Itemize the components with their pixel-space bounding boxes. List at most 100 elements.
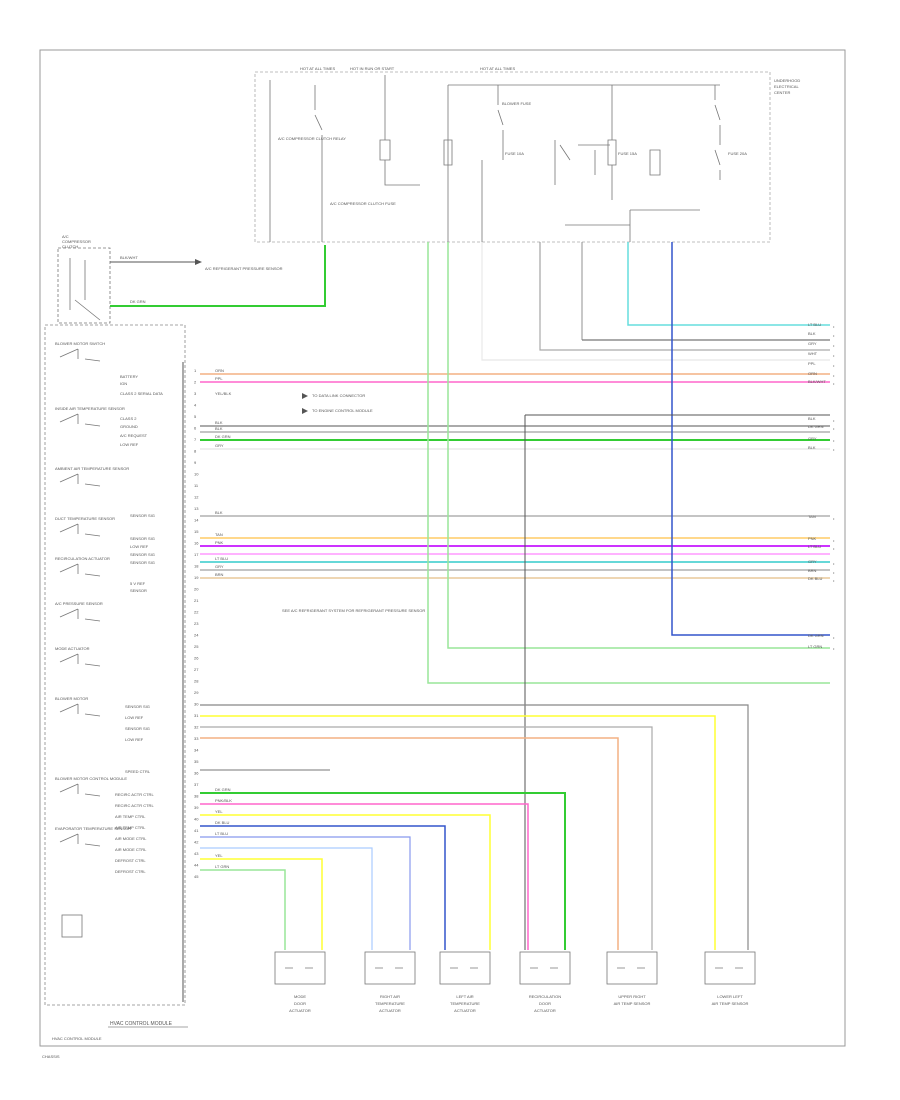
- terminal-dot: •: [833, 381, 835, 386]
- svg-text:CENTER: CENTER: [774, 90, 791, 95]
- pin-number: 32: [194, 725, 199, 730]
- pin-number: 18: [194, 564, 199, 569]
- pin-label: BATTERY: [120, 374, 138, 379]
- wire-color-label: ORN: [215, 368, 224, 373]
- pin-number: 28: [194, 679, 199, 684]
- right-wire-label: BLK: [808, 331, 816, 336]
- pin-label: AIR MODE CTRL: [115, 847, 147, 852]
- pin-number: 25: [194, 644, 199, 649]
- component-label: BLOWER MOTOR SWITCH: [55, 341, 105, 346]
- actuator-label: AIR TEMP SENSOR: [614, 1001, 651, 1006]
- fuse-block-title: UNDERHOOD ELECTRICAL CENTER: [774, 78, 800, 95]
- switch-symbol: [59, 473, 101, 487]
- right-wire-label: DK BLU: [808, 576, 823, 581]
- pin-number: 33: [194, 736, 199, 741]
- svg-text:A/C: A/C: [62, 234, 69, 239]
- wire-color-label: GRY: [215, 564, 224, 569]
- right-wire-label: LT GRN: [808, 644, 822, 649]
- terminal-dot: •: [833, 561, 835, 566]
- wire-color-label: PPL: [215, 376, 223, 381]
- pin-label: SENSOR: [130, 588, 147, 593]
- svg-text:FUSE 20A: FUSE 20A: [728, 151, 747, 156]
- pin-number: 17: [194, 552, 199, 557]
- right-wire-label: WHT: [808, 351, 818, 356]
- svg-text:A/C COMPRESSOR CLUTCH RELAY: A/C COMPRESSOR CLUTCH RELAY: [278, 136, 346, 141]
- pin-number: 37: [194, 782, 199, 787]
- actuator-box: [439, 951, 491, 985]
- svg-text:FUSE 10A: FUSE 10A: [505, 151, 524, 156]
- pin-label: SENSOR SIG: [125, 726, 150, 731]
- pin-label: LOW REF: [130, 544, 149, 549]
- pin-label: RECIRC ACTR CTRL: [115, 803, 154, 808]
- component-label: BLOWER MOTOR CONTROL MODULE: [55, 776, 127, 781]
- wire-color-label: PNK: [215, 540, 224, 545]
- pin-number: 9: [194, 460, 197, 465]
- compressor-connector-arrow: [195, 259, 202, 265]
- pin-number: 43: [194, 851, 199, 856]
- wire-color-label: BRN: [215, 572, 224, 577]
- wire-color-label: YEL/BLK: [215, 391, 232, 396]
- terminal-dot: •: [833, 373, 835, 378]
- actuator-box: [704, 951, 756, 985]
- pin-label: DEFROST CTRL: [115, 869, 146, 874]
- actuator-label: DOOR: [539, 1001, 551, 1006]
- actuator-label: DOOR: [294, 1001, 306, 1006]
- pin-number: 7: [194, 437, 197, 442]
- switch-symbol: [59, 833, 101, 847]
- actuator-label: TEMPERATURE: [375, 1001, 405, 1006]
- pin-number: 42: [194, 840, 199, 845]
- terminal-dot: •: [833, 353, 835, 358]
- wire-color-label: YEL: [215, 853, 223, 858]
- pin-label: SENSOR SIG: [130, 560, 155, 565]
- pin-number: 26: [194, 656, 199, 661]
- component-label: DUCT TEMPERATURE SENSOR: [55, 516, 115, 521]
- pin-number: 40: [194, 817, 199, 822]
- footer-note: HVAC CONTROL MODULE: [52, 1036, 102, 1041]
- terminal-dot: •: [833, 426, 835, 431]
- pin-number: 15: [194, 529, 199, 534]
- right-wire-label: LT BLU: [808, 322, 821, 327]
- terminal-dot: •: [833, 646, 835, 651]
- actuator-label: RECIRCULATION: [529, 994, 561, 999]
- right-wire-label: TAN: [808, 514, 816, 519]
- component-label: INSIDE AIR TEMPERATURE SENSOR: [55, 406, 125, 411]
- switch-symbol: [59, 783, 101, 797]
- fuse-label-3: HOT AT ALL TIMES: [480, 66, 515, 71]
- svg-text:A/C COMPRESSOR CLUTCH FUSE: A/C COMPRESSOR CLUTCH FUSE: [330, 201, 396, 206]
- terminal-dot: •: [833, 570, 835, 575]
- pin-number: 45: [194, 874, 199, 879]
- pin-label: SENSOR SIG: [130, 552, 155, 557]
- pin-label: SENSOR SIG: [125, 704, 150, 709]
- switch-symbol: [59, 348, 101, 362]
- pin-number: 31: [194, 713, 199, 718]
- actuator-label: ACTUATOR: [379, 1008, 401, 1013]
- actuator-label: LEFT AIR: [456, 994, 473, 999]
- component-label: AMBIENT AIR TEMPERATURE SENSOR: [55, 466, 129, 471]
- terminal-dot: •: [833, 333, 835, 338]
- compressor-title: A/C COMPRESSOR CLUTCH: [62, 234, 91, 249]
- compressor-internal: [69, 258, 101, 321]
- hvac-module-frame: [44, 324, 186, 1006]
- wire-color-label: DK BLU: [215, 820, 230, 825]
- wire-compressor-green: [110, 245, 326, 307]
- terminal-dot: •: [833, 343, 835, 348]
- pin-number: 8: [194, 449, 197, 454]
- pin-label: A/C REQUEST: [120, 433, 148, 438]
- pin-label: RECIRC ACTR CTRL: [115, 792, 154, 797]
- right-wire-labels: LT BLU•BLK•GRY•WHT•PPL•ORN•BLK/WHT•BLK•D…: [808, 322, 835, 651]
- terminal-dot: •: [833, 546, 835, 551]
- pin-number: 29: [194, 690, 199, 695]
- pin-number: 12: [194, 495, 199, 500]
- pin-label: CLASS 2: [120, 416, 137, 421]
- pin-number: 24: [194, 633, 199, 638]
- pin-number: 16: [194, 541, 199, 546]
- component-label: EVAPORATOR TEMPERATURE SENSOR: [55, 826, 131, 831]
- wire-color-label: BLK: [215, 426, 223, 431]
- terminal-dot: •: [833, 578, 835, 583]
- pin-number: 27: [194, 667, 199, 672]
